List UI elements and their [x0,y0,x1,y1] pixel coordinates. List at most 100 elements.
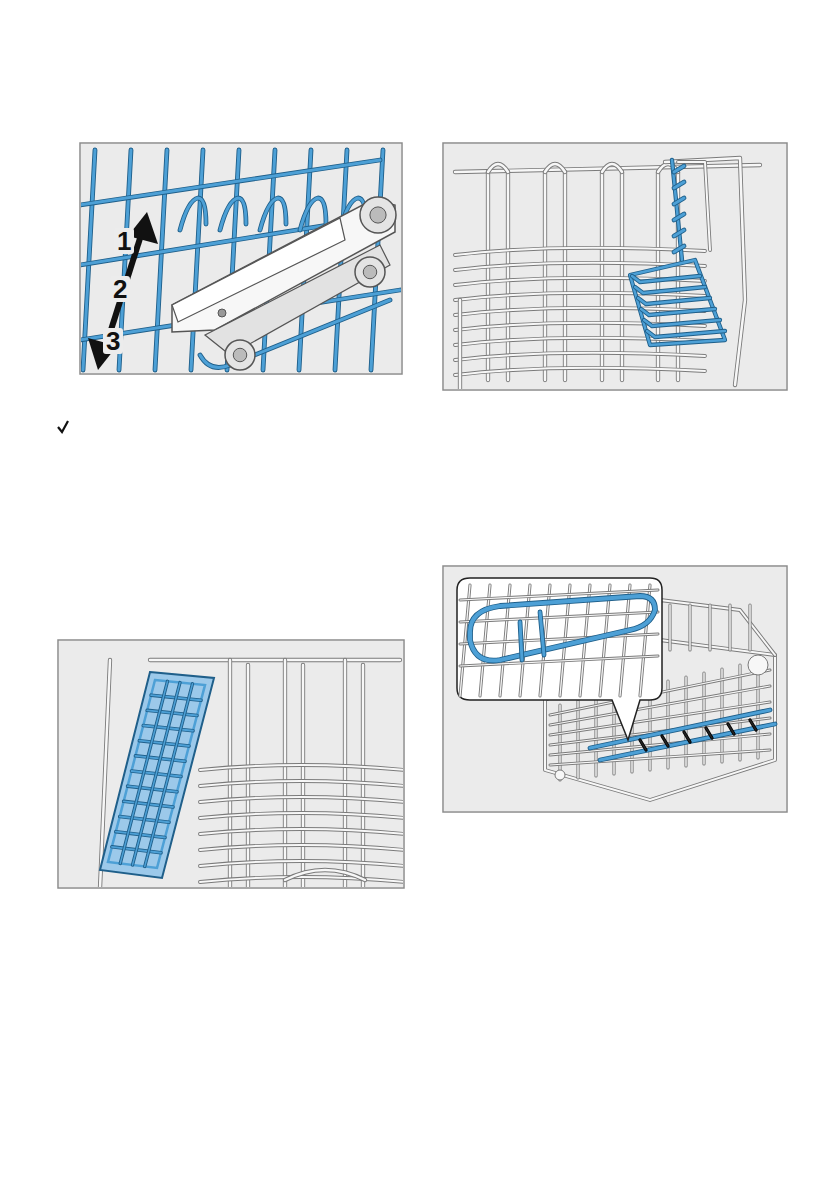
illustration-part [647,331,725,337]
illustration-part [662,736,668,746]
illustration-part [200,813,403,818]
illustration-part [520,612,544,660]
illustration-part [674,182,684,188]
illustration-part [660,600,775,655]
illustration-part [200,765,403,770]
illustration-part [486,172,490,380]
illustration-part [229,660,232,887]
illustration-part [555,770,565,780]
illustration-part [455,293,705,300]
illustration-part [674,166,684,172]
illustration-part [225,340,255,370]
illustration-part [544,172,547,380]
illustration-part [674,246,684,252]
illustration-part [200,765,403,770]
illustration-part [632,276,700,282]
illustration-part [200,877,403,882]
illustration-part [360,197,396,233]
illustration-part [460,585,658,696]
illustration-part [200,781,403,786]
illustration-part [635,287,705,293]
illustration-part [487,172,490,380]
illustration-part [674,166,684,172]
illustration-part [550,750,770,765]
illustration-part [644,320,720,326]
illustration-part [457,578,662,740]
illustration-part [191,150,203,370]
illustration-part [355,257,385,287]
illustration-part [220,198,246,230]
illustration-part [674,182,684,188]
illustration-part [300,198,326,230]
illustration-part [284,660,287,887]
illustration-part [246,665,250,887]
illustration-part [459,300,462,389]
illustration-part [577,701,578,778]
illustration-part [506,172,510,380]
illustration-part [678,162,710,250]
illustration-part [480,585,490,696]
illustration-part [657,172,660,380]
illustration-part [545,164,565,172]
illustration-part [59,641,403,887]
illustration-part [602,164,622,172]
illustration-part [455,353,705,360]
illustration-part [344,660,347,887]
illustration-part [749,605,750,650]
illustration-part [656,172,660,380]
illustration-part [685,677,686,766]
illustration-part [58,143,787,888]
illustration-part [667,681,668,768]
illustration-part [706,728,712,738]
illustration-part [455,368,705,375]
illustration-part [564,172,567,380]
illustration-part [632,276,700,282]
illustration-part [708,605,711,650]
illustration-part [665,158,745,385]
illustration-part [621,172,624,380]
illustration-part [750,720,756,730]
illustration-part [640,585,650,696]
illustration-part [283,660,287,887]
illustration-part [641,309,715,315]
illustration-part [455,248,705,255]
illustration-part [674,230,684,236]
illustration-part [674,214,684,220]
illustration-part [748,605,751,650]
illustration-part [444,144,786,389]
illustration-part [488,164,508,172]
illustration-part [455,165,760,172]
illustration-part [443,143,787,390]
illustration-part [220,198,246,230]
illustration-part [302,665,305,887]
illustration-part [674,198,684,204]
illustration-part [200,829,403,834]
illustration-part [709,605,710,650]
illustration-part [200,829,403,834]
illustration-part [150,659,400,662]
illustration-part [684,677,687,766]
illustration-part [644,320,720,326]
illustration-part [180,198,206,230]
illustration-part [200,845,403,850]
illustration-part [200,877,403,882]
illustration-part [545,164,565,172]
illustration-part [285,870,365,880]
illustration-part [662,736,668,746]
illustration-part [172,218,345,322]
illustration-part [361,665,365,887]
illustration-part [728,605,731,650]
illustration-part [638,298,710,304]
illustration-part [247,665,250,887]
illustration-part [180,198,206,230]
illustration-part [543,172,547,380]
illustration-part [443,566,787,812]
illustration-part [108,680,205,868]
illustration-part [455,368,705,375]
illustration-part [100,672,214,878]
callout-number: 3 [103,328,123,354]
illustration-part [444,567,786,811]
illustration-part [301,665,305,887]
illustration-part [748,655,768,675]
